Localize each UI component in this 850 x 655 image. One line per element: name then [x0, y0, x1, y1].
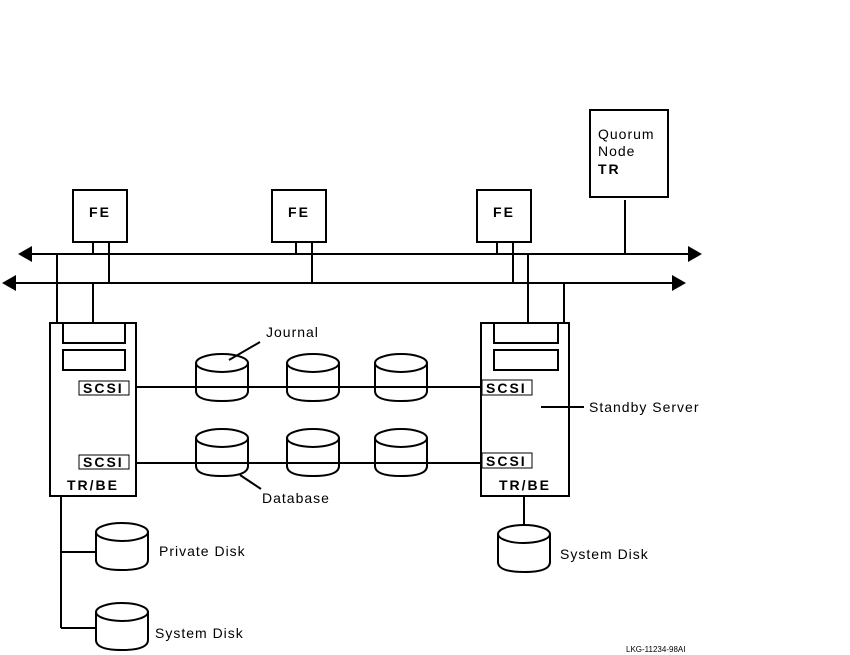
scsi-label: SCSI: [486, 453, 527, 469]
front-end-node-3: FE: [476, 189, 532, 283]
database-disk: [286, 428, 340, 477]
server-left: SCSI SCSI TR/BE: [49, 322, 137, 497]
server-label: TR/BE: [67, 477, 119, 493]
quorum-node-label-line1: Quorum: [598, 126, 655, 142]
journal-disk: [374, 353, 428, 402]
database-label: Database: [262, 490, 330, 506]
system-disk-right: [497, 524, 551, 573]
server-label: TR/BE: [499, 477, 551, 493]
arrow-left-icon: [18, 246, 32, 262]
scsi-label: SCSI: [83, 454, 124, 470]
network-bus-lower: [2, 275, 686, 291]
system-disk-left: [95, 602, 149, 651]
quorum-node-label-line2: Node: [598, 143, 635, 159]
scsi-adapter: [78, 380, 130, 396]
scsi-adapter: [481, 379, 533, 396]
front-end-label: FE: [89, 204, 111, 220]
front-end-node-1: FE: [72, 189, 128, 283]
front-end-label: FE: [493, 204, 515, 220]
scsi-adapter: [78, 454, 130, 470]
server-slot: [62, 349, 126, 371]
database-disk: [374, 428, 428, 477]
journal-label: Journal: [266, 324, 319, 340]
server-right: SCSI SCSI TR/BE: [480, 322, 570, 497]
scsi-adapter: [481, 452, 533, 469]
front-end-node-2: FE: [271, 189, 327, 283]
arrow-right-icon: [688, 246, 702, 262]
journal-disk: [286, 353, 340, 402]
system-disk-left-label: System Disk: [155, 625, 244, 641]
scsi-label: SCSI: [486, 380, 527, 396]
scsi-label: SCSI: [83, 380, 124, 396]
private-disk: [95, 522, 149, 571]
quorum-node: Quorum Node TR: [589, 109, 669, 254]
arrow-right-icon: [672, 275, 686, 291]
server-slot: [493, 322, 559, 344]
private-disk-label: Private Disk: [159, 543, 246, 559]
figure-id: LKG-11234-98AI: [626, 645, 685, 654]
front-end-label: FE: [288, 204, 310, 220]
standby-server-label: Standby Server: [589, 399, 700, 415]
system-disk-right-label: System Disk: [560, 546, 649, 562]
network-bus-upper: [18, 246, 702, 262]
journal-disk: [195, 353, 249, 402]
quorum-node-label-line3: TR: [598, 161, 621, 177]
server-slot: [493, 349, 559, 371]
database-disk: [195, 428, 249, 477]
database-leader-line: [239, 474, 262, 490]
server-slot: [62, 322, 126, 344]
arrow-left-icon: [2, 275, 16, 291]
journal-leader-line: [228, 341, 261, 361]
